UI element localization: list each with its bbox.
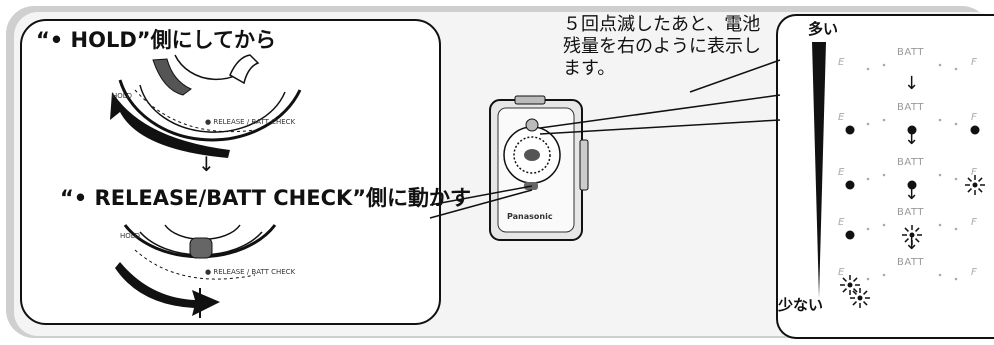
scale-high-label: 多い [808,20,839,38]
right-blink-row-3 [965,175,985,195]
leader-line-indicator [539,94,781,129]
step1-instruction: “• HOLD”側にしてから [36,28,276,52]
level-wedge [812,42,826,298]
left-indicator-row-4 [845,230,855,240]
release-small-label-bottom: ● RELEASE / BATT CHECK [205,268,296,276]
step2-instruction: “• RELEASE/BATT CHECK”側に動かす [60,186,472,210]
battery-row-1-tick-3 [954,67,958,71]
battery-indicator-panel [776,14,994,339]
cassette-player [489,95,589,241]
hold-switch-dial-top [118,54,302,142]
leader-line-switch-2 [429,189,533,219]
leader-line-switch [429,185,533,206]
battery-row-1-tick-1 [882,63,886,67]
battery-row-2-tick-0 [866,122,870,126]
batt-label-row-2: BATT [897,102,924,113]
rotate-arrow-top [110,92,230,158]
e-label-row-3: E [838,167,845,178]
battery-row-2-tick-2 [938,118,942,122]
step-arrow: ↓ [198,152,215,176]
scale-low-label: 少ない [778,296,824,314]
f-label-row-2: F [971,112,977,123]
down-arrow-row-1: ↓ [904,73,920,94]
battery-row-4-tick-1 [882,223,886,227]
e-label-row-2: E [838,112,845,123]
f-label-row-1: F [971,57,977,68]
rotate-arrow-bottom [115,262,220,316]
battery-row-4-tick-3 [954,227,958,231]
center-blink-row-4 [902,225,922,245]
down-arrow-row-2: ↓ [904,128,920,149]
f-label-row-4: F [971,217,977,228]
e-label-row-1: E [838,57,845,68]
leader-line-indicator-2 [539,119,781,135]
battery-row-4-tick-0 [866,227,870,231]
left-indicator-row-2 [845,125,855,135]
battery-row-1-tick-2 [938,63,942,67]
batt-label-row-3: BATT [897,157,924,168]
battery-row-2-tick-1 [882,118,886,122]
battery-row-4-tick-2 [938,223,942,227]
battery-row-1-tick-0 [866,67,870,71]
left-indicator-row-3 [845,180,855,190]
release-small-label-top: ● RELEASE / BATT CHECK [205,118,296,126]
battery-row-2-tick-3 [954,122,958,126]
down-arrow-row-3: ↓ [904,183,920,204]
batt-label-row-4: BATT [897,207,924,218]
e-label-row-5: E [838,267,845,278]
f-label-row-3: F [971,167,977,178]
battery-row-5-tick-2 [938,273,942,277]
left-blink-row-5 [840,275,860,295]
battery-row-5-tick-3 [954,277,958,281]
f-label-row-5: F [971,267,977,278]
battery-row-3-tick-2 [938,173,942,177]
release-switch-dial-bottom [123,224,277,280]
battery-row-3-tick-1 [882,173,886,177]
battery-row-3-tick-0 [866,177,870,181]
center-indicator-row-2 [907,125,917,135]
indicator-note: ５回点滅したあと、電池残量を右のように表示します。 [563,14,761,79]
switch-operation-panel [20,19,441,325]
battery-row-5-tick-1 [882,273,886,277]
brand-logo: Panasonic [507,212,553,221]
battery-row-5-tick-0 [866,277,870,281]
battery-row-3-tick-3 [954,177,958,181]
right-indicator-row-2 [970,125,980,135]
hold-small-label: HOLD [112,92,133,100]
hold-small-label-bottom: HOLD [120,232,141,240]
center-indicator-row-3 [907,180,917,190]
e-label-row-4: E [838,217,845,228]
low-label-blink [850,288,870,308]
batt-label-row-5: BATT [897,257,924,268]
leader-line-note [689,59,781,93]
batt-label-row-1: BATT [897,47,924,58]
down-arrow-row-4: ↓ [904,233,920,254]
